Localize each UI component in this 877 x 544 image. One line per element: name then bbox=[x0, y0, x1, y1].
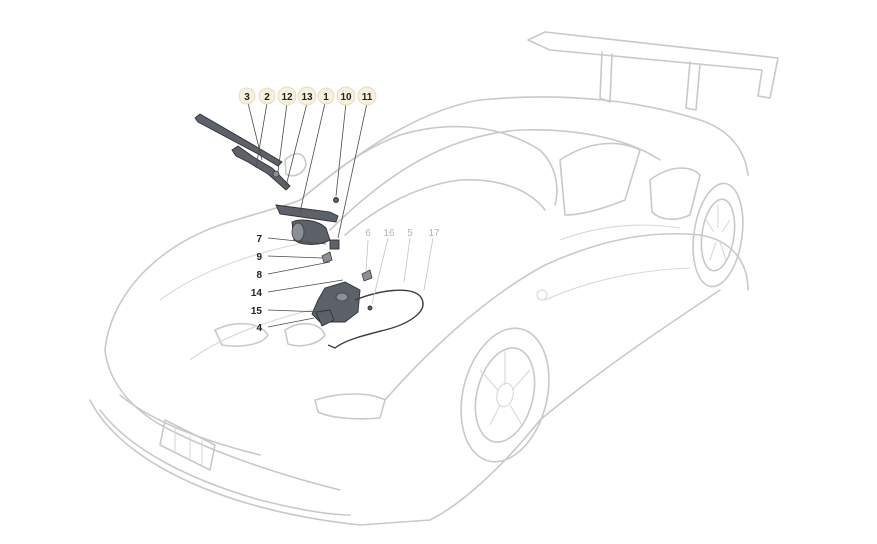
callout-10: 10 bbox=[340, 92, 352, 103]
leader-lines bbox=[247, 102, 434, 328]
callouts-top: 3 2 12 13 1 10 11 bbox=[238, 86, 377, 106]
callout-7: 7 bbox=[256, 234, 262, 245]
callout-2: 2 bbox=[264, 92, 270, 103]
wiper-blade bbox=[194, 113, 283, 167]
callout-5: 5 bbox=[407, 228, 413, 239]
callouts-faint: 6 16 5 17 bbox=[365, 228, 440, 239]
callout-14: 14 bbox=[251, 288, 263, 299]
callouts-side: 7 9 8 14 15 4 bbox=[251, 234, 263, 334]
callout-16: 16 bbox=[383, 228, 395, 239]
callout-9: 9 bbox=[256, 252, 262, 263]
wiper-washer-assembly bbox=[194, 113, 424, 349]
connector bbox=[329, 239, 340, 250]
callout-bubble bbox=[336, 86, 356, 106]
callout-bubble bbox=[277, 86, 297, 106]
callout-6: 6 bbox=[365, 228, 371, 239]
callout-1: 1 bbox=[323, 92, 329, 103]
callout-bubble bbox=[238, 87, 256, 105]
grommet bbox=[321, 251, 333, 264]
callout-bubble bbox=[297, 86, 317, 106]
hose-clip bbox=[367, 305, 373, 311]
washer-jet bbox=[361, 269, 373, 282]
wiper-arm bbox=[231, 145, 291, 191]
washer-hose bbox=[327, 289, 424, 349]
callout-bubble bbox=[317, 87, 335, 105]
callout-bubble bbox=[258, 87, 276, 105]
car-outline bbox=[89, 31, 779, 526]
callout-13: 13 bbox=[301, 92, 313, 103]
wiper-motor-cap bbox=[291, 222, 305, 242]
reservoir-cap bbox=[335, 292, 349, 302]
wiper-linkage bbox=[275, 204, 339, 223]
callout-4: 4 bbox=[256, 323, 262, 334]
callout-12: 12 bbox=[281, 92, 293, 103]
fastener-10 bbox=[333, 197, 339, 203]
callout-15: 15 bbox=[251, 306, 263, 317]
callout-11: 11 bbox=[362, 92, 373, 103]
callout-bubble bbox=[357, 86, 377, 106]
callout-3: 3 bbox=[244, 92, 250, 103]
callout-17: 17 bbox=[428, 228, 440, 239]
wiper-nut bbox=[272, 170, 280, 178]
washer-pump bbox=[315, 309, 335, 327]
callout-8: 8 bbox=[256, 270, 262, 281]
